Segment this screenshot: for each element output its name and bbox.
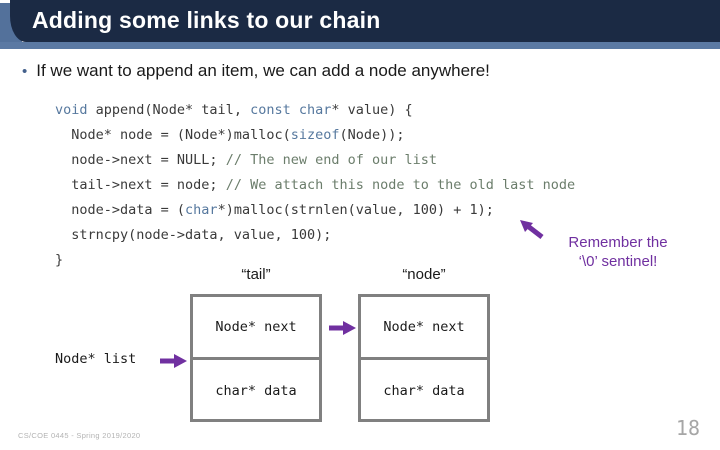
node-pointer-label: “node” [402,266,446,283]
code-block: void append(Node* tail, const char* valu… [55,98,655,273]
header-bar [10,0,720,42]
next-field: Node* next [193,297,319,360]
code-line: tail->next = node; // We attach this nod… [55,177,576,193]
annotation-note: Remember the ‘\0’ sentinel! [538,233,698,271]
slide-title: Adding some links to our chain [32,7,381,33]
header-accent-strip [0,42,720,49]
code-line: void append(Node* tail, const char* valu… [55,102,413,118]
tail-pointer-label: “tail” [241,266,271,283]
code-line: node->data = (char*)malloc(strnlen(value… [55,202,494,218]
arrow-right-icon [158,353,188,374]
node-box-node: Node* next char* data [358,294,490,422]
data-field: char* data [383,383,465,399]
bullet-text: If we want to append an item, we can add… [36,61,490,80]
list-pointer-label: Node* list [55,351,137,367]
code-line: strncpy(node->data, value, 100); [55,227,332,243]
next-field: Node* next [361,297,487,360]
footer-course-label: CS/COE 0445 - Spring 2019/2020 [18,431,141,440]
bullet-row: • If we want to append an item, we can ad… [22,61,712,81]
bullet-marker: • [22,63,28,80]
arrow-right-icon [327,320,357,341]
code-line: node->next = NULL; // The new end of our… [55,152,438,168]
data-field: char* data [215,383,297,399]
page-number: 18 [675,416,700,440]
node-box-tail: Node* next char* data [190,294,322,422]
annotation-line2: ‘\0’ sentinel! [578,253,658,270]
code-line: } [55,252,64,268]
code-line: Node* node = (Node*)malloc(sizeof(Node))… [55,127,405,143]
arrow-northwest-icon [519,219,546,245]
annotation-line1: Remember the [568,234,668,251]
